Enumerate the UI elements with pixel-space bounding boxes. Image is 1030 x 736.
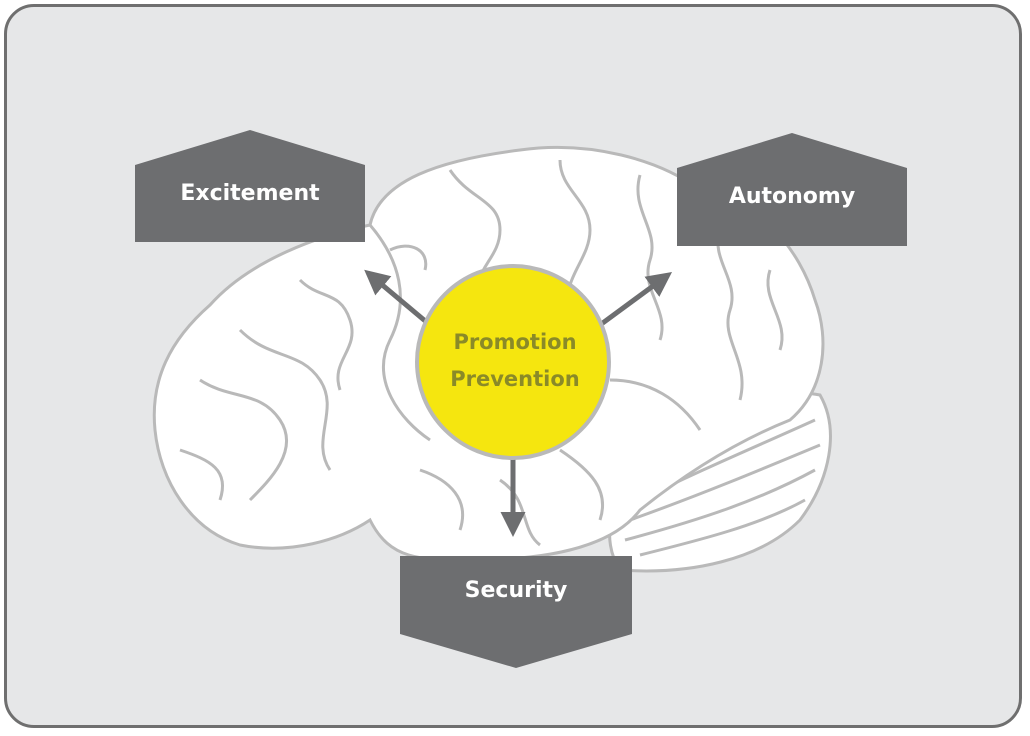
security-box	[400, 556, 632, 668]
excitement-box	[135, 130, 365, 242]
center-label-prevention: Prevention	[450, 367, 580, 391]
center-circle	[415, 264, 611, 460]
excitement-label: Excitement	[180, 181, 320, 206]
arrow-to-autonomy	[598, 272, 673, 328]
center-label-promotion: Promotion	[453, 330, 577, 354]
autonomy-label: Autonomy	[728, 184, 856, 209]
security-label: Security	[464, 578, 568, 603]
arrow-to-excitement	[364, 269, 432, 327]
autonomy-box	[677, 133, 907, 246]
